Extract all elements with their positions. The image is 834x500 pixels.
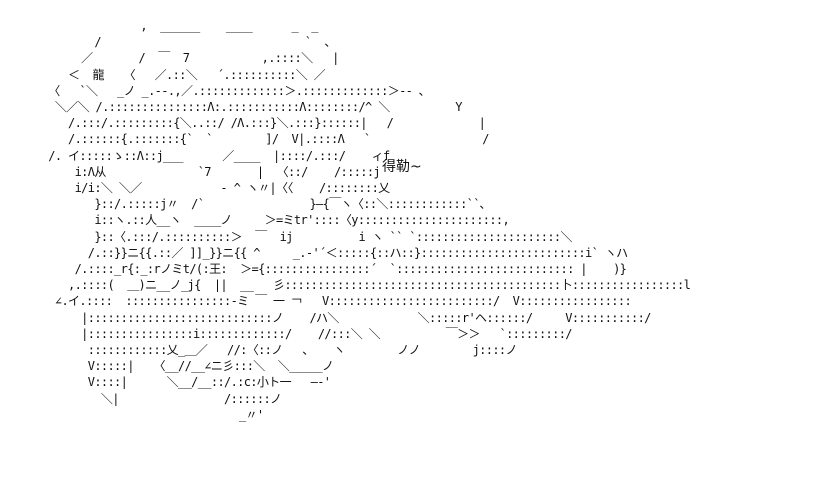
ascii-art: , ______ ____ _ _ / ` 、 ／ / ￣ 7 ,.::::＼ …	[48, 19, 691, 422]
caption: 得勒~	[382, 159, 422, 175]
